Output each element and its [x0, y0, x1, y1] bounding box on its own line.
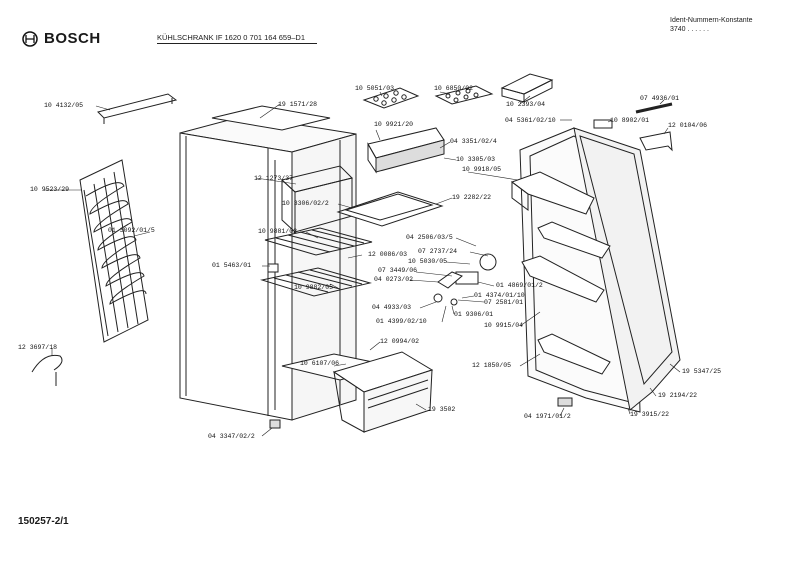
door-shelf-1	[510, 171, 595, 215]
part-label: 01 4869/01/2	[496, 282, 543, 289]
part-label: 12 3697/18	[18, 344, 58, 351]
hinge-top	[593, 119, 613, 129]
part-label: 19 5347/25	[682, 368, 722, 375]
part-label: 10 6107/06	[300, 360, 340, 367]
part-label: 04 4933/03	[372, 304, 412, 311]
part-label: 19 3502	[428, 406, 456, 413]
capillary-tube	[31, 354, 63, 373]
part-label: 01 4399/02/10	[376, 318, 427, 325]
part-label: 04 3351/02/4	[450, 138, 497, 145]
part-label: 07 3449/06	[378, 267, 418, 274]
door-stop	[267, 263, 279, 273]
shelf-grid-lower	[260, 267, 372, 297]
ice-tray	[362, 87, 420, 109]
butter-dish	[500, 73, 554, 103]
part-label: 01 3092/01/5	[108, 227, 155, 234]
top-plate	[211, 105, 331, 131]
freezer-shelf	[336, 191, 444, 227]
cabinet-body	[179, 115, 357, 421]
part-label: 12 0994/02	[380, 338, 420, 345]
ident-value: 3740 . . . . . .	[670, 26, 709, 33]
part-label: 12 1850/05	[472, 362, 512, 369]
part-label: 10 8902/01	[610, 117, 650, 124]
door-handle	[639, 131, 673, 152]
part-label: 07 2737/24	[418, 248, 458, 255]
crisper-drawer	[332, 351, 434, 433]
part-label: 10 4132/05	[44, 102, 84, 109]
model-underline	[157, 43, 317, 44]
part-label: 10 6850/02	[434, 85, 474, 92]
door-shelf-4	[537, 333, 611, 375]
brand-name: BOSCH	[44, 30, 101, 47]
part-label: 10 9882/05	[294, 284, 334, 291]
hinge-bottom	[557, 397, 573, 407]
part-label: 12 1273/37	[254, 175, 294, 182]
door-outer	[573, 127, 681, 411]
bosch-armature-icon	[22, 30, 38, 47]
ident-title: Ident-Nummern-Konstante	[670, 17, 753, 24]
egg-tray	[434, 85, 494, 105]
part-label: 04 5361/02/10	[505, 117, 556, 124]
part-label: 10 5051/03	[355, 85, 395, 92]
part-label: 07 2581/01	[484, 299, 524, 306]
part-label: 10 3305/03	[456, 156, 496, 163]
part-label: 04 0273/02	[374, 276, 414, 283]
part-label: 10 9918/05	[462, 166, 502, 173]
part-label: 19 2282/22	[452, 194, 492, 201]
part-label: 01 5463/01	[212, 262, 252, 269]
part-label: 10 5030/05	[408, 258, 448, 265]
handle-top-bar	[635, 102, 673, 114]
part-label: 04 3347/02/2	[208, 433, 255, 440]
part-label: 19 3915/22	[630, 411, 670, 418]
shelf-grid-upper	[264, 227, 373, 256]
part-label: 04 1971/01/2	[524, 413, 571, 420]
condenser-coil	[79, 159, 149, 343]
door-shelf-3	[521, 255, 605, 303]
freezer-flap	[367, 127, 445, 174]
part-label: 10 3306/02/2	[282, 200, 329, 207]
door-shelf-2	[537, 221, 611, 259]
part-label: 10 2393/04	[506, 101, 546, 108]
part-label: 19 1571/28	[278, 101, 318, 108]
part-label: 19 2194/22	[658, 392, 698, 399]
thermostat-assembly	[433, 253, 497, 306]
part-label: 07 4936/01	[640, 95, 680, 102]
top-rail	[97, 93, 178, 124]
part-label: 12 0104/06	[668, 122, 708, 129]
part-label: 10 9881/02	[258, 228, 298, 235]
part-label: 01 4374/01/10	[474, 292, 525, 299]
foot-screw	[269, 419, 281, 429]
brand-logo: BOSCH	[22, 30, 101, 47]
model-title: KÜHLSCHRANK IF 1620 0 701 164 659–D1	[157, 33, 306, 42]
part-label: 01 9306/01	[454, 311, 494, 318]
part-label: 04 2506/03/5	[406, 234, 453, 241]
part-label: 10 9523/29	[30, 186, 70, 193]
leader-lines	[44, 91, 681, 437]
document-number: 150257-2/1	[18, 516, 69, 527]
part-label: 10 9921/20	[374, 121, 414, 128]
part-label: 10 9915/04	[484, 322, 524, 329]
part-label: 12 0086/03	[368, 251, 408, 258]
